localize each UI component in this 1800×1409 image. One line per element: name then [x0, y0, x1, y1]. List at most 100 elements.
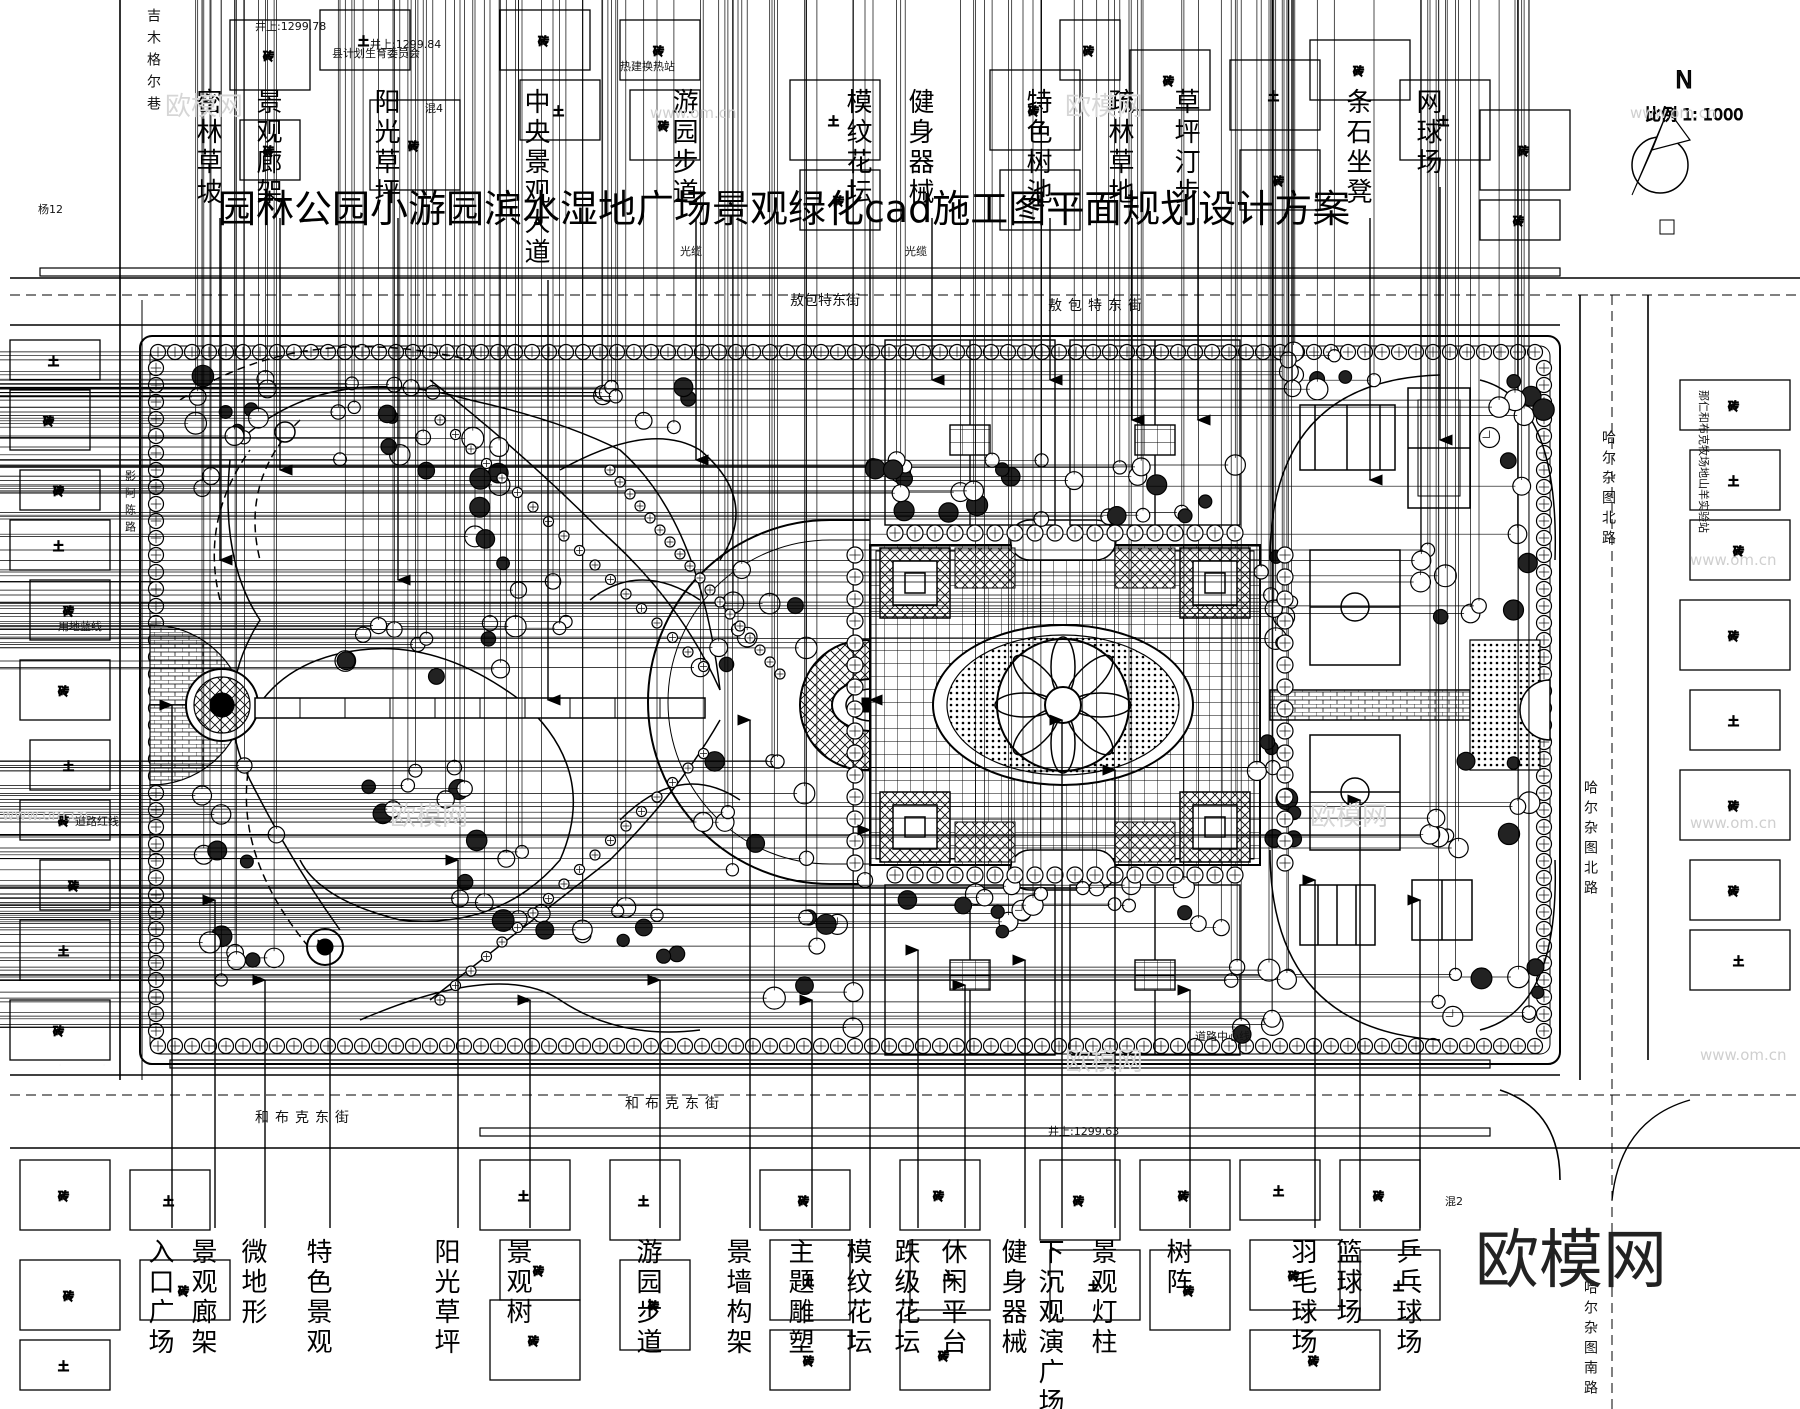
family-planning-note: 县计划生育委员会 — [332, 46, 420, 60]
elev-note-1: 井上:1299.78 — [255, 19, 326, 33]
tree — [469, 496, 491, 518]
building-material: 砖 — [1163, 74, 1174, 88]
road-center-note: 道路中心线 — [1195, 1029, 1250, 1043]
bottom-label-text: 特色景观 — [302, 1238, 332, 1358]
bottom-label: 主题雕塑 — [784, 1238, 814, 1358]
building — [9, 999, 111, 1061]
bottom-label-text: 景墙构架 — [722, 1238, 752, 1358]
building-material: 砖 — [1353, 64, 1364, 78]
building-material: 砖 — [1728, 399, 1739, 413]
building — [9, 389, 91, 451]
building-material: 砖 — [1178, 1189, 1189, 1203]
top-label-text: 草坪汀步 — [1170, 88, 1200, 208]
elev-note-2: 井上:1299.84 — [370, 37, 441, 51]
tree — [995, 924, 1010, 939]
bottom-label: 景观树 — [502, 1238, 532, 1328]
building — [629, 89, 701, 161]
bottom-label: 健身器械 — [997, 1238, 1027, 1358]
tree — [361, 779, 376, 795]
building-material: 砖 — [1518, 144, 1529, 158]
building — [1689, 929, 1791, 991]
street-east-1: 哈尔杂图北路 — [1600, 430, 1616, 550]
building-material: 土 — [828, 115, 839, 128]
sports-courts — [1269, 374, 1557, 1041]
scale-text: 比例 1: 1000 — [1645, 105, 1743, 124]
building-material: 砖 — [178, 1284, 189, 1298]
building — [1359, 1249, 1441, 1321]
faint-watermark-2: 欧模网 — [1065, 92, 1143, 122]
building — [899, 1159, 981, 1231]
building-material: 土 — [1438, 115, 1449, 128]
tree — [1146, 474, 1168, 496]
bottom-label: 树阵 — [1162, 1238, 1192, 1298]
elev-note-3: 井上:1299.63 — [1048, 1124, 1119, 1138]
top-label-text: 模纹花坛 — [842, 88, 872, 208]
bottom-label: 模纹花坛 — [842, 1238, 872, 1358]
building-material: 砖 — [263, 49, 274, 63]
tree — [655, 948, 672, 964]
building-material: 砖 — [53, 1024, 64, 1038]
bottom-label: 微地形 — [237, 1238, 267, 1328]
building-material: 砖 — [658, 119, 669, 133]
top-label-text: 网球场 — [1412, 88, 1442, 178]
building-material: 砖 — [1073, 1194, 1084, 1208]
tree — [1517, 552, 1538, 574]
building-material: 砖 — [1728, 884, 1739, 898]
bottom-label: 入口广场 — [144, 1238, 174, 1358]
building-material: 砖 — [63, 604, 74, 618]
building — [1039, 1159, 1121, 1241]
guang-note-2: 光缆 — [905, 244, 927, 258]
tree — [1107, 505, 1127, 526]
surrounding-buildings: 土砖砖土砖砖土砖砖土砖砖土砖砖土砖砖土砖砖土砖砖土砖砖土砖砖土砖砖土砖砖土砖砖土… — [9, 9, 1791, 1391]
top-label: 疏林草地 — [1104, 88, 1134, 208]
tree — [496, 556, 511, 571]
central-plaza — [869, 519, 1261, 891]
building — [499, 9, 591, 71]
top-label: 游园步道 — [668, 88, 698, 208]
faint-watermarks: 欧模网 欧模网 欧模网 欧模网 欧模网 www.om.cn www.om.cn … — [2, 92, 1787, 1077]
tree — [1177, 905, 1193, 921]
building — [1689, 689, 1781, 751]
building-material: 砖 — [538, 34, 549, 48]
bottom-label-text: 羽毛球场 — [1287, 1238, 1317, 1358]
tree — [491, 909, 515, 932]
building-material: 土 — [1733, 955, 1744, 968]
faint-watermark-5: 欧模网 — [1065, 1047, 1143, 1077]
tree — [1470, 967, 1493, 990]
tree — [897, 890, 918, 910]
bottom-label: 休闲平台 — [937, 1238, 967, 1358]
building — [609, 1159, 681, 1241]
faint-watermark-4: 欧模网 — [1310, 802, 1388, 832]
watermark: 欧模网 — [1475, 1224, 1667, 1298]
building — [1129, 49, 1211, 111]
building-material: 土 — [48, 355, 59, 368]
top-label: 网球场 — [1412, 88, 1442, 178]
building — [29, 579, 111, 641]
top-label-text: 疏林草地 — [1104, 88, 1134, 208]
building — [19, 799, 111, 841]
top-label-text: 阳光草坪 — [370, 88, 400, 208]
building — [1249, 1239, 1341, 1311]
roads — [10, 0, 1800, 1409]
building-material: 砖 — [1373, 1189, 1384, 1203]
tree — [1526, 958, 1545, 977]
building-material: 砖 — [938, 1349, 949, 1363]
tree — [954, 896, 973, 915]
building — [139, 1259, 231, 1321]
tree — [616, 933, 630, 948]
building-material: 砖 — [1288, 1269, 1299, 1283]
building — [799, 169, 881, 231]
building-material: 土 — [553, 105, 564, 118]
top-label-text: 密林草坡 — [192, 88, 222, 208]
tree — [882, 459, 904, 480]
top-label-text: 游园步道 — [668, 88, 698, 208]
building — [1679, 599, 1791, 671]
building — [239, 119, 301, 181]
faint-url-1: www.om.cn — [650, 104, 737, 122]
building — [519, 79, 601, 141]
building — [999, 169, 1081, 231]
top-label: 特色树池 — [1022, 88, 1052, 208]
street-planters — [39, 267, 1561, 1137]
tree — [815, 913, 837, 935]
